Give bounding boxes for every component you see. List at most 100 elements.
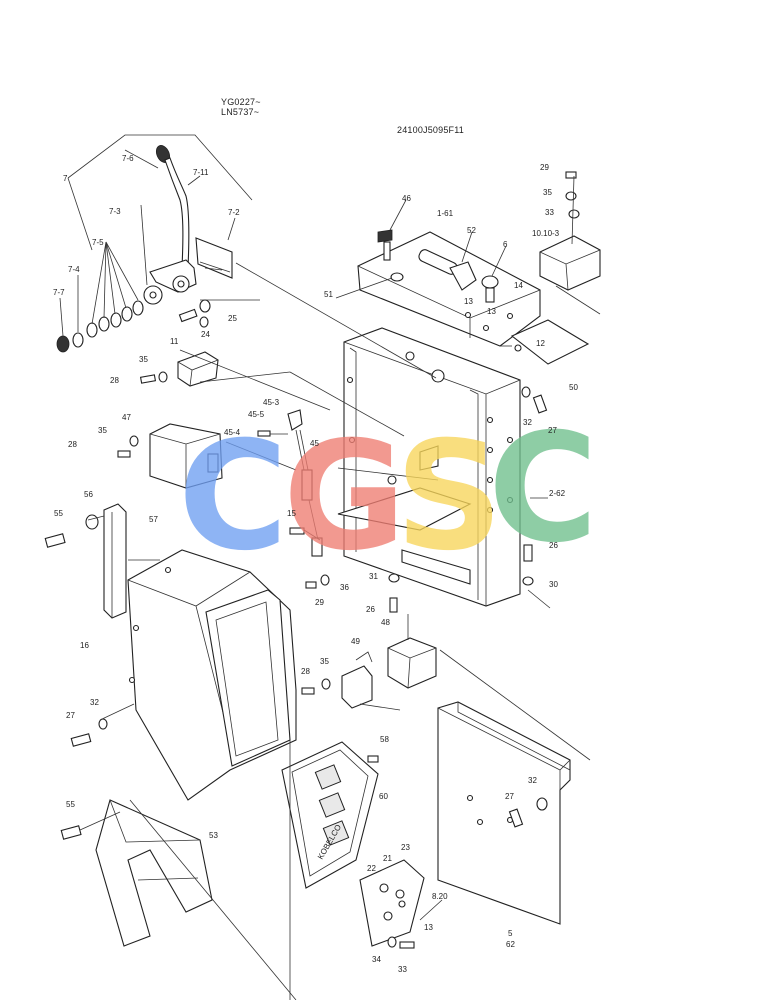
label-7: 7 [63,174,68,183]
label-14: 14 [514,281,523,290]
top-plate-1-61 [357,231,541,347]
relay-48 [387,637,437,689]
label-45-3: 45-3 [263,398,280,407]
label-32-b: 32 [523,418,532,427]
label-7-5: 7-5 [92,238,104,247]
relay-11 [139,351,219,387]
label-60: 60 [379,792,388,801]
drawing-number: 24100J5095F11 [397,125,464,135]
label-22: 22 [367,864,376,873]
bolt-27-left [70,718,108,747]
label-55-a: 55 [54,509,63,518]
label-46: 46 [402,194,411,203]
label-12: 12 [536,339,545,348]
label-24: 24 [201,330,210,339]
label-13-a: 13 [464,297,473,306]
label-34: 34 [372,955,381,964]
label-26-b: 26 [549,541,558,550]
label-35-b: 35 [98,426,107,435]
serial-range-2: LN5737~ [221,107,260,117]
label-28-b: 28 [68,440,77,449]
label-21: 21 [383,854,392,863]
label-32-a: 32 [90,698,99,707]
label-15: 15 [287,509,296,518]
label-7-11: 7-11 [193,168,209,177]
stud-26-middle [388,573,400,613]
label-7-4: 7-4 [68,265,80,274]
label-13-c: 13 [424,923,433,932]
label-27-a: 27 [66,711,75,720]
bolt-24 [178,299,211,328]
label-35-d: 35 [543,188,552,197]
label-58: 58 [380,735,389,744]
label-31: 31 [369,572,378,581]
bracket-53 [60,799,213,947]
label-10: 10.10-3 [532,229,560,238]
label-1-61: 1-61 [437,209,454,218]
switch-49 [301,651,373,709]
label-27-c: 27 [505,792,514,801]
label-36: 36 [340,583,349,592]
label-53: 53 [209,831,218,840]
label-29-b: 29 [540,163,549,172]
label-33-a: 33 [545,208,554,217]
label-16: 16 [80,641,89,650]
label-45: 45 [310,439,319,448]
lever-washers [56,285,163,353]
label-27-b: 27 [548,426,557,435]
label-8-20: 8.20 [432,892,448,901]
label-7-2: 7-2 [228,208,240,217]
label-62: 62 [506,940,515,949]
watermark-letter-4: C [488,402,598,576]
label-33-b: 33 [398,965,407,974]
back-plate-5 [437,701,571,925]
label-48: 48 [381,618,390,627]
label-28-a: 28 [110,376,119,385]
label-11: 11 [170,337,179,346]
label-23: 23 [401,843,410,852]
label-52: 52 [467,226,476,235]
leader-lines [59,175,601,1000]
label-7-3: 7-3 [109,207,121,216]
stud-26-right [522,544,534,586]
label-35-a: 35 [139,355,148,364]
label-35-c: 35 [320,657,329,666]
part-labels: 7-6 7-11 7 7-3 7-2 7-5 7-4 7-7 24 25 11 … [53,154,578,974]
label-6: 6 [503,240,508,249]
serial-range-1: YG0227~ [221,97,261,107]
indicator-panel-60: KOBELCO [281,741,379,889]
label-57: 57 [149,515,158,524]
label-45-5: 45-5 [248,410,265,419]
relay-box-47 [117,423,223,489]
watermark-letter-1: C [178,410,288,584]
plate-50 [510,319,590,365]
label-47: 47 [122,413,131,422]
label-5: 5 [508,929,513,938]
cover-16 [127,549,297,801]
linkage-45 [257,409,323,557]
label-55-b: 55 [66,800,75,809]
label-51: 51 [324,290,333,299]
switch-bracket-8 [359,859,425,949]
knob-6 [481,275,499,303]
label-13-b: 13 [487,307,496,316]
lever-group-bracket [67,134,253,251]
label-30: 30 [549,580,558,589]
watermark-letter-3: S [395,410,503,584]
label-56: 56 [84,490,93,499]
label-2-62: 2-62 [549,489,566,498]
label-45-4: 45-4 [224,428,241,437]
label-26-a: 26 [366,605,375,614]
knob-46 [377,229,393,261]
label-28-c: 28 [301,667,310,676]
label-25: 25 [228,314,237,323]
main-box-frame [337,327,521,607]
label-7-7: 7-7 [53,288,65,297]
label-49: 49 [351,637,360,646]
label-29-a: 29 [315,598,324,607]
control-lever [149,145,233,293]
bracket-57 [44,503,127,619]
watermark-letter-2: G [283,410,406,584]
label-50: 50 [569,383,578,392]
watermark: C G S C [178,402,598,584]
